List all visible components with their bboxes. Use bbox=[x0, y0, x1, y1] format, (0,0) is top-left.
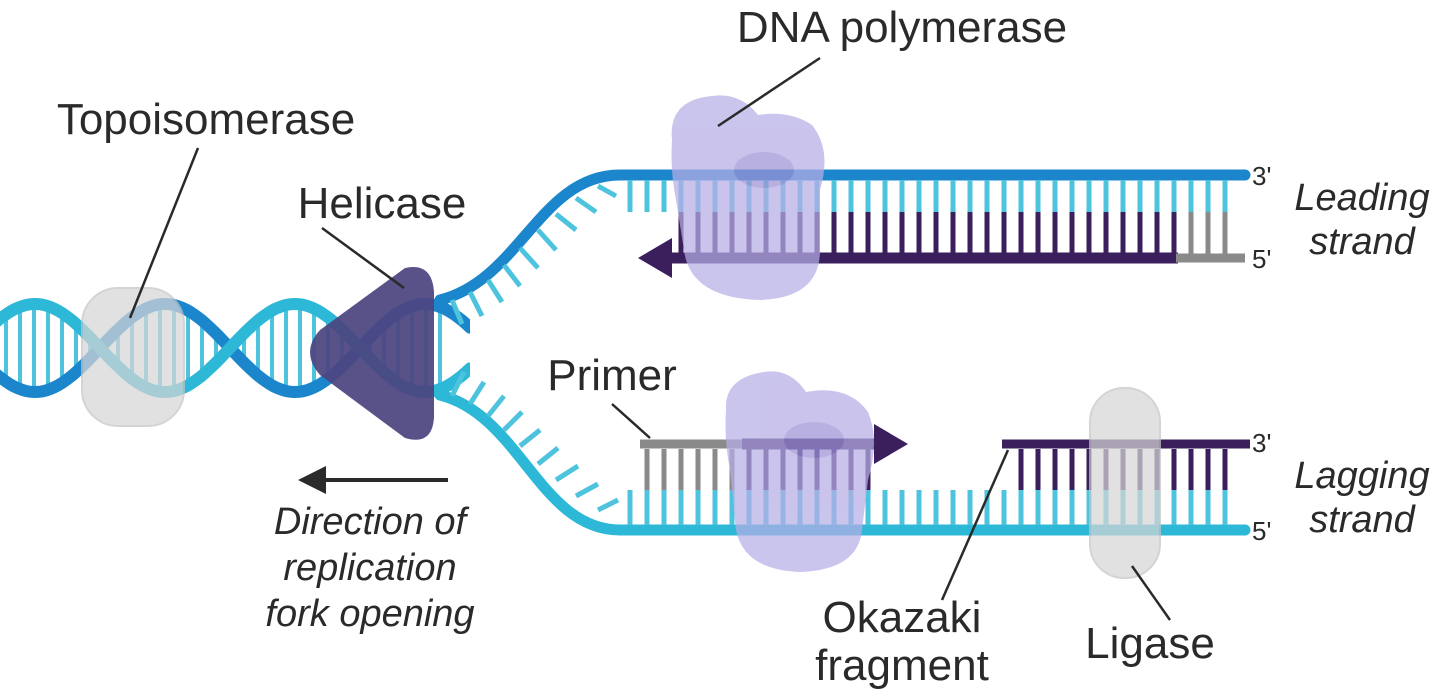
direction-label-line1: Direction of bbox=[274, 501, 470, 543]
fork-base bbox=[596, 497, 620, 513]
fork-base bbox=[518, 246, 540, 270]
fork-base bbox=[467, 290, 485, 318]
primer-label: Primer bbox=[547, 351, 677, 400]
leading-strand-label-line1: Leading bbox=[1294, 177, 1429, 219]
fork-base bbox=[596, 183, 618, 199]
dna-polymerase-leader bbox=[717, 56, 821, 128]
fork-base bbox=[486, 394, 506, 418]
leading-3prime-end: 3' bbox=[1252, 161, 1271, 191]
primer-leader bbox=[611, 403, 651, 439]
okazaki-label-line1: Okazaki bbox=[823, 593, 982, 642]
lagging-3prime-end: 3' bbox=[1252, 428, 1271, 458]
topoisomerase-label: Topoisomerase bbox=[57, 95, 355, 144]
topoisomerase-enzyme bbox=[81, 287, 185, 427]
fork-base bbox=[554, 212, 578, 232]
fork-base bbox=[485, 278, 505, 304]
fork-base bbox=[449, 299, 465, 325]
fork-base bbox=[554, 463, 580, 483]
direction-label-line3: fork opening bbox=[265, 593, 474, 635]
leading-strand-arrowhead bbox=[638, 238, 672, 278]
fork-base bbox=[449, 370, 467, 398]
okazaki-leader bbox=[940, 449, 1010, 601]
fork-base bbox=[574, 195, 598, 215]
fork-base bbox=[502, 263, 522, 288]
ligase-enzyme bbox=[1089, 387, 1161, 579]
fork-base bbox=[467, 380, 487, 406]
helicase-label: Helicase bbox=[298, 179, 467, 228]
leading-template-strand bbox=[434, 169, 1251, 306]
lagging-fragment-arrowhead bbox=[874, 424, 908, 464]
fork-base bbox=[536, 228, 558, 252]
fork-base bbox=[574, 481, 600, 499]
direction-label-line2: replication bbox=[283, 547, 456, 589]
topoisomerase-leader bbox=[128, 147, 200, 319]
dna-polymerase-leading bbox=[671, 95, 825, 300]
ligase-label: Ligase bbox=[1085, 619, 1215, 668]
okazaki-label-line2: fragment bbox=[815, 641, 989, 690]
fork-base bbox=[536, 446, 560, 466]
leading-5prime-end: 5' bbox=[1252, 244, 1271, 274]
leading-strand-label-line2: strand bbox=[1309, 221, 1416, 263]
fork-base bbox=[502, 410, 524, 432]
fork-unpaired-bases bbox=[449, 183, 620, 513]
fork-base bbox=[518, 428, 542, 448]
lagging-template-strand bbox=[434, 389, 1251, 536]
helicase-leader bbox=[321, 226, 405, 290]
dna-polymerase-lagging bbox=[725, 371, 874, 572]
lagging-strand-label-line2: strand bbox=[1309, 499, 1416, 541]
helicase-enzyme bbox=[310, 267, 434, 440]
direction-arrowhead bbox=[298, 466, 326, 494]
lagging-5prime-end: 5' bbox=[1252, 516, 1271, 546]
lagging-strand-label-line1: Lagging bbox=[1294, 455, 1429, 497]
ligase-leader bbox=[1130, 565, 1172, 621]
dna-polymerase-label: DNA polymerase bbox=[737, 3, 1067, 52]
